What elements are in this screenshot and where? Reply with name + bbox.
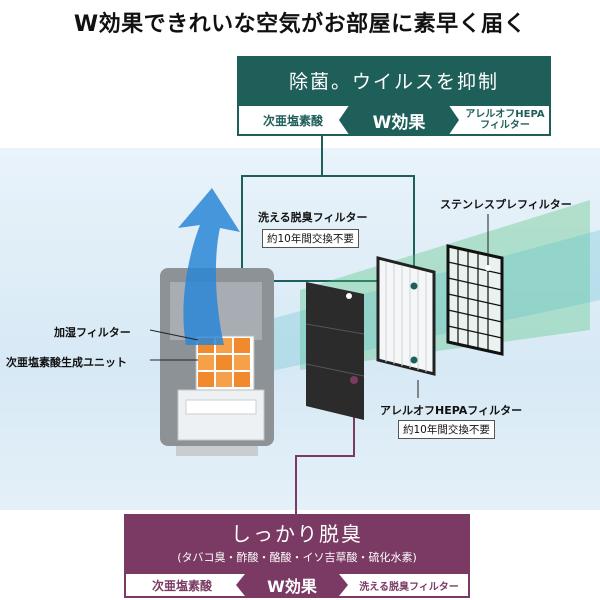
green-airflow bbox=[300, 200, 590, 370]
stainless-prefilter-label: ステンレスプレフィルター bbox=[440, 198, 572, 211]
headline: W効果できれいな空気がお部屋に素早く届く bbox=[73, 12, 527, 37]
washable-filter-tab: 洗える脱臭フィルター bbox=[359, 581, 459, 593]
hepa-marker-teal bbox=[410, 356, 418, 364]
deodorizing-filter bbox=[306, 282, 364, 420]
hepa-tab-line1: アレルオフHEPA bbox=[465, 109, 545, 120]
sterilization-callout: 除菌。ウイルスを抑制 bbox=[237, 56, 551, 104]
w-effect-tab: W効果 bbox=[339, 106, 459, 134]
sterilization-tabs: 次亜塩素酸 W効果 アレルオフHEPA フィルター bbox=[237, 104, 551, 136]
purple-connector-line bbox=[295, 400, 355, 514]
water-tank bbox=[185, 399, 257, 415]
humidifier-filter-label: 加湿フィルター bbox=[54, 326, 131, 339]
prefilter-grid bbox=[447, 249, 503, 350]
hepa-filter bbox=[376, 256, 436, 376]
deodorizing-marker bbox=[346, 293, 352, 299]
deodorize-title: しっかり脱臭 bbox=[231, 522, 363, 546]
hepa-tab-line2: フィルター bbox=[480, 120, 530, 131]
prefilter-marker bbox=[485, 265, 491, 271]
hepa-filter-note: 約10年間交換不要 bbox=[398, 420, 495, 439]
hepa-filter-label: アレルオフHEPAフィルター bbox=[380, 404, 523, 417]
hypochlorous-tab: 次亜塩素酸 bbox=[262, 113, 323, 128]
hepa-marker-teal bbox=[410, 282, 418, 290]
humidifier-leader bbox=[149, 329, 199, 341]
hypochlorous-tab-bottom: 次亜塩素酸 bbox=[151, 578, 212, 593]
deodorizing-marker-purple bbox=[350, 376, 358, 384]
washable-filter-label: 洗える脱臭フィルター bbox=[258, 211, 368, 224]
purifier-base bbox=[176, 446, 258, 456]
deodorizing-filter-line bbox=[305, 323, 365, 335]
hypochlorous-unit-label: 次亜塩素酸生成ユニット bbox=[6, 356, 127, 369]
deodorize-tabs: 次亜塩素酸 W効果 洗える脱臭フィルター bbox=[124, 572, 470, 598]
purifier-tray bbox=[177, 389, 265, 441]
blue-airflow-arrow bbox=[178, 188, 240, 345]
deodorizing-filter-line bbox=[305, 363, 365, 377]
w-effect-tab-bottom: W効果 bbox=[236, 574, 348, 596]
deodorize-callout: しっかり脱臭 (タバコ臭・酢酸・酪酸・イソ吉草酸・硫化水素) bbox=[124, 514, 470, 572]
teal-frame bbox=[241, 175, 415, 282]
washable-filter-note: 約10年間交換不要 bbox=[262, 229, 359, 248]
hepa-tab: アレルオフHEPA フィルター bbox=[461, 106, 549, 134]
hepa-pleats bbox=[385, 262, 427, 372]
deodorize-subtitle: (タバコ臭・酢酸・酪酸・イソ吉草酸・硫化水素) bbox=[177, 551, 417, 564]
